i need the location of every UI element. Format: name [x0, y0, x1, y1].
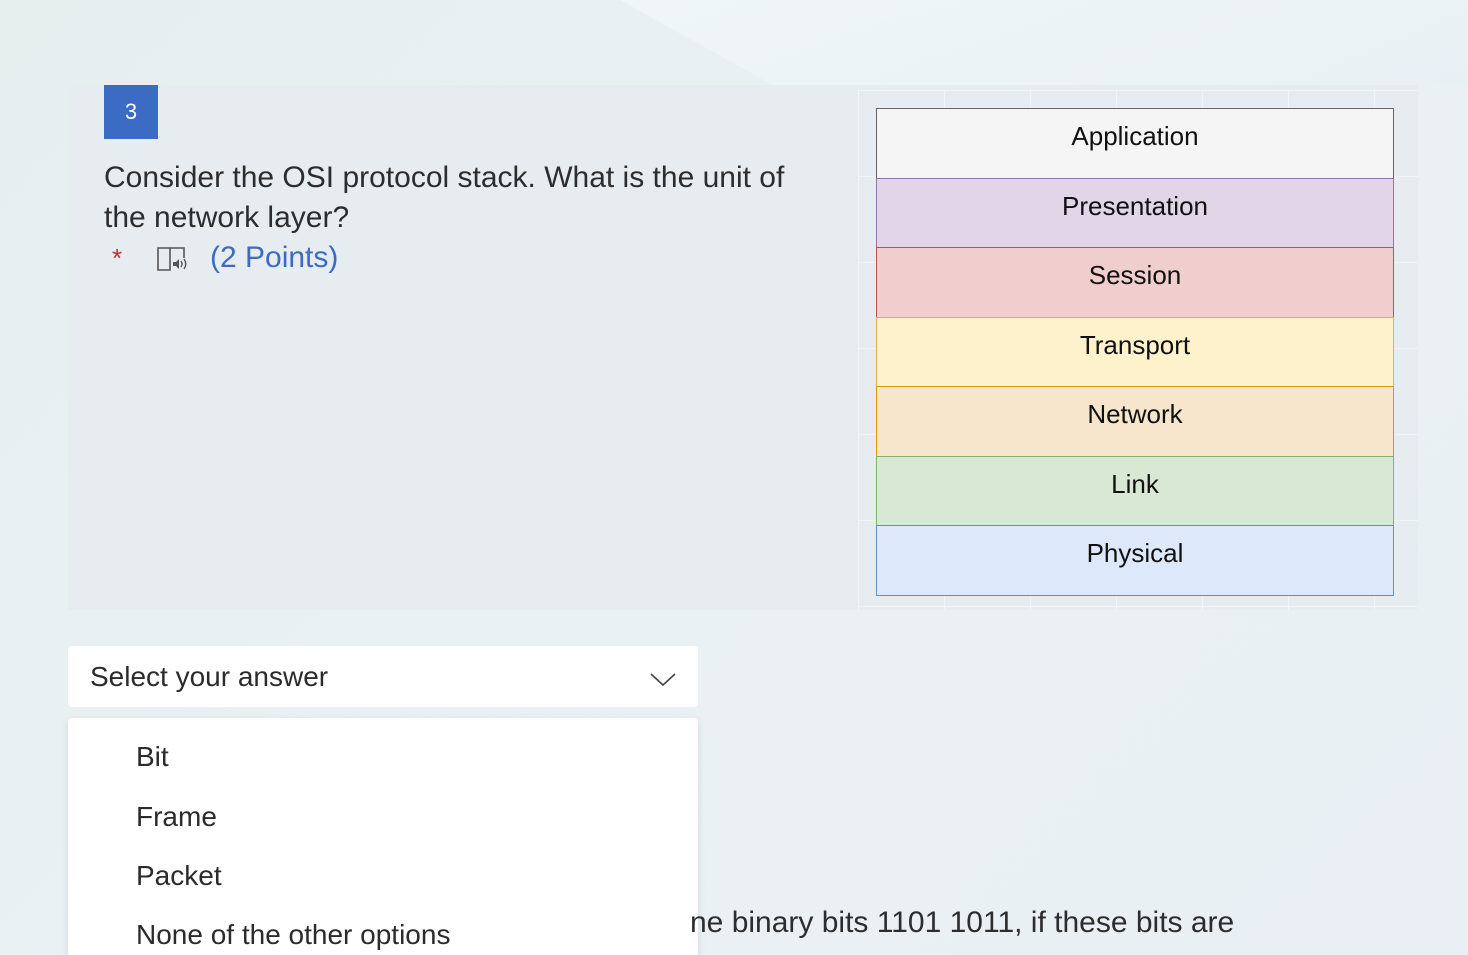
- osi-layer-session: Session: [876, 247, 1394, 318]
- question-number-badge: 3: [104, 85, 158, 139]
- option-none[interactable]: None of the other options: [136, 919, 451, 950]
- osi-layer-transport: Transport: [876, 316, 1394, 388]
- immersive-reader-icon[interactable]: [156, 242, 190, 274]
- osi-layer-presentation: Presentation: [876, 177, 1394, 249]
- chevron-down-icon-svg: [650, 673, 676, 687]
- answer-select[interactable]: Select your answer: [68, 646, 698, 707]
- option-frame[interactable]: Frame: [136, 801, 217, 832]
- osi-layer-network: Network: [876, 386, 1394, 457]
- answer-select-placeholder: Select your answer: [90, 660, 329, 692]
- answer-dropdown: Bit Frame Packet None of the other optio…: [68, 718, 698, 955]
- osi-layer-physical: Physical: [876, 525, 1394, 596]
- question-meta: * (2 Points): [104, 238, 338, 278]
- option-packet[interactable]: Packet: [136, 860, 222, 891]
- osi-layer-link: Link: [876, 455, 1394, 527]
- question-points: (2 Points): [210, 241, 339, 274]
- required-marker: *: [112, 242, 123, 273]
- background-shape: [620, 0, 1468, 85]
- option-bit[interactable]: Bit: [136, 741, 169, 772]
- chevron-down-icon[interactable]: [650, 664, 676, 687]
- immersive-reader-icon-svg: [157, 247, 187, 271]
- next-question-text: ne binary bits 1101 1011, if these bits …: [690, 906, 1235, 939]
- question-text: Consider the OSI protocol stack. What is…: [104, 161, 785, 234]
- osi-layer-application: Application: [876, 108, 1394, 179]
